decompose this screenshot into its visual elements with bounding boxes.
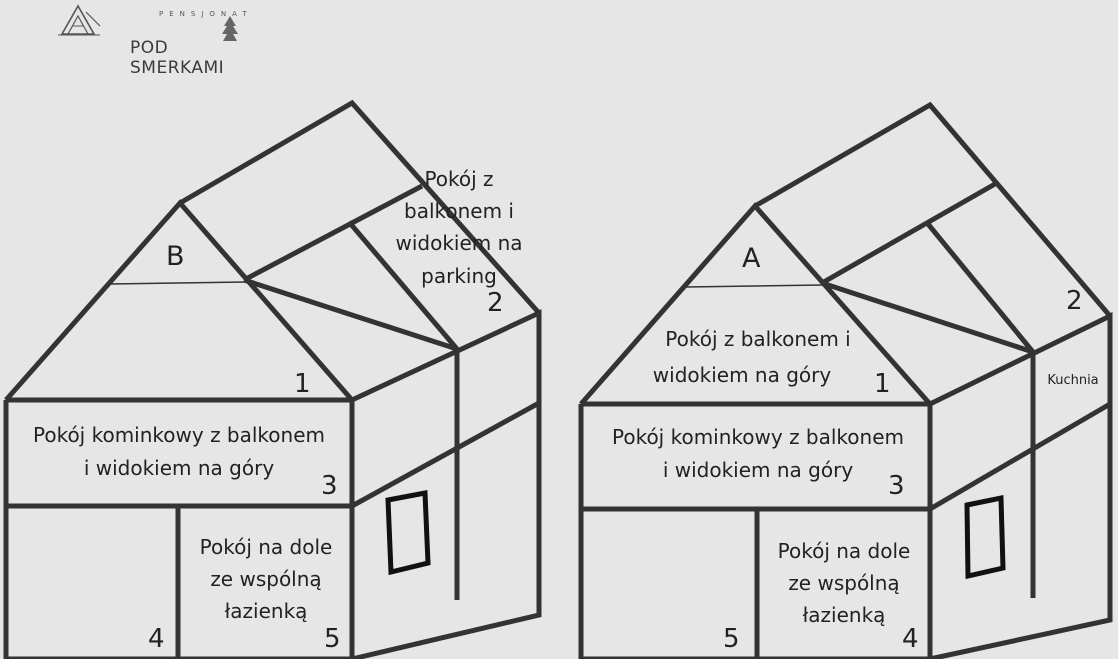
- house-b-outline: [3, 99, 542, 659]
- house-b-room-3-number: 3: [321, 471, 338, 501]
- house-a-room-1-line: widokiem na góry: [653, 363, 832, 387]
- house-a-room-1-line: Pokój z balkonem i: [665, 327, 850, 351]
- house-a-room-2-number: 2: [1066, 286, 1083, 316]
- house-a-room-3-number: 3: [888, 471, 905, 501]
- logo-name: POD SMERKAMI: [130, 38, 225, 78]
- house-b-room-4-number: 4: [148, 624, 165, 654]
- house-b-room-3-line: i widokiem na góry: [84, 456, 274, 480]
- house-a-window: [964, 494, 1006, 580]
- house-b-room-2-line: Pokój z: [424, 167, 493, 191]
- house-b-window: [385, 490, 431, 576]
- house-b-room-3-description: Pokój kominkowy z balkonem i widokiem na…: [33, 423, 325, 480]
- house-a-room-4-description: Pokój na dole ze wspólną łazienką: [778, 539, 911, 627]
- house-a-room-3-description: Pokój kominkowy z balkonem i widokiem na…: [612, 425, 904, 482]
- house-b-room-3-line: Pokój kominkowy z balkonem: [33, 423, 325, 447]
- house-a-room-1-number: 1: [874, 369, 891, 399]
- house-a-label: A: [742, 243, 761, 274]
- house-a-room-1-description: Pokój z balkonem i widokiem na góry: [653, 327, 851, 387]
- house-b-room-2-description: Pokój z balkonem i widokiem na parking: [395, 167, 522, 288]
- house-a-outline: [578, 101, 1113, 659]
- house-b-room-2-line: widokiem na: [395, 231, 522, 255]
- spruce-tree-icon: [222, 16, 238, 41]
- house-a-room-4-number: 4: [902, 624, 919, 654]
- pensjonat-logo: PENSJONAT POD SMERKAMI: [56, 2, 247, 78]
- house-a-room-4-line: Pokój na dole: [778, 539, 911, 563]
- house-b-room-5-number: 5: [324, 624, 341, 654]
- house-a-room-4-line: łazienką: [803, 603, 886, 627]
- chalet-house-icon: [58, 4, 101, 36]
- house-a-kitchen-label: Kuchnia: [1047, 373, 1098, 388]
- house-b-room-5-line: Pokój na dole: [200, 535, 333, 559]
- house-b-room-2-line: balkonem i: [404, 199, 514, 223]
- house-a-room-5-number: 5: [723, 624, 740, 654]
- logo-small-text: PENSJONAT: [159, 10, 253, 18]
- house-a-room-3-line: Pokój kominkowy z balkonem: [612, 425, 904, 449]
- house-b-room-1-number: 1: [294, 369, 311, 399]
- house-b-room-2-number: 2: [487, 288, 504, 318]
- house-b-room-2-line: parking: [421, 264, 497, 288]
- house-a-room-4-line: ze wspólną: [788, 571, 899, 595]
- house-b-room-5-line: ze wspólną: [210, 567, 321, 591]
- house-b-room-5-line: łazienką: [225, 599, 308, 623]
- house-b-room-5-description: Pokój na dole ze wspólną łazienką: [200, 535, 333, 623]
- house-b-label: B: [166, 241, 185, 272]
- house-a-room-3-line: i widokiem na góry: [663, 458, 853, 482]
